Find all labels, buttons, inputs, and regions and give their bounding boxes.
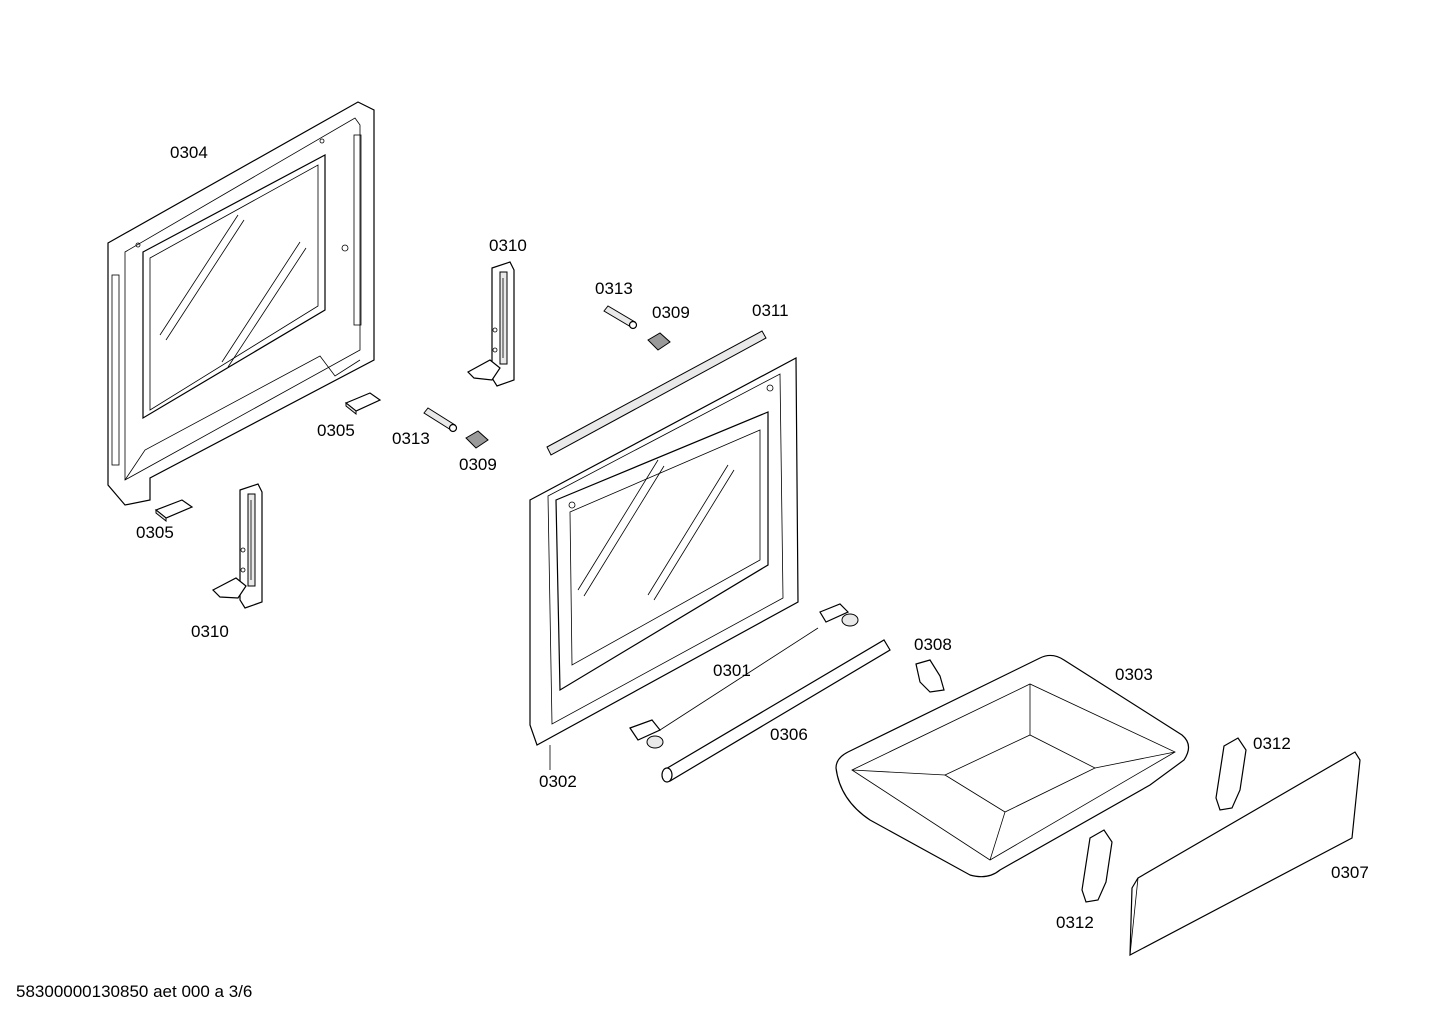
part-0304-inner-door (107, 101, 375, 506)
label-0310-lower: 0310 (191, 622, 229, 641)
label-0303: 0303 (1115, 665, 1153, 684)
part-0307-drawer-front (1129, 751, 1361, 957)
label-0311: 0311 (752, 301, 789, 320)
part-0313-pin-upper (603, 305, 638, 330)
part-0312-runner-lower (1081, 829, 1113, 903)
part-0313-pin-lower (423, 407, 458, 433)
label-0310-upper: 0310 (489, 236, 527, 255)
part-0306-handle (661, 639, 891, 783)
label-0312-lower: 0312 (1056, 913, 1094, 932)
part-0303-tray (835, 654, 1190, 878)
label-0309-upper: 0309 (652, 303, 690, 322)
label-0313-upper: 0313 (595, 279, 633, 298)
label-0301: 0301 (713, 661, 751, 680)
part-0311-strip (546, 330, 767, 456)
part-0301-cap-lower (629, 719, 664, 749)
part-0305-clip-upper (344, 392, 382, 416)
document-reference: 58300000130850 aet 000 a 3/6 (16, 982, 252, 1001)
part-0310-hinge-lower (211, 483, 263, 609)
label-0305-lower: 0305 (136, 523, 174, 542)
label-0312-upper: 0312 (1253, 734, 1291, 753)
part-0302-outer-door (529, 357, 799, 770)
part-0301-cap-upper (819, 603, 859, 627)
label-0309-lower: 0309 (459, 455, 497, 474)
label-0305-upper: 0305 (317, 421, 355, 440)
part-0309-clip-upper (647, 332, 671, 351)
part-0312-runner-upper (1215, 737, 1247, 811)
label-0308: 0308 (914, 635, 952, 654)
label-0302: 0302 (539, 772, 577, 791)
part-0309-clip-lower (465, 430, 489, 449)
part-0310-hinge-upper (467, 261, 515, 387)
label-0307: 0307 (1331, 863, 1369, 882)
label-0304: 0304 (170, 143, 208, 162)
part-0308-bracket (915, 659, 945, 693)
label-0306: 0306 (770, 725, 808, 744)
part-0305-clip-lower (154, 499, 194, 523)
label-0313-lower: 0313 (392, 429, 430, 448)
